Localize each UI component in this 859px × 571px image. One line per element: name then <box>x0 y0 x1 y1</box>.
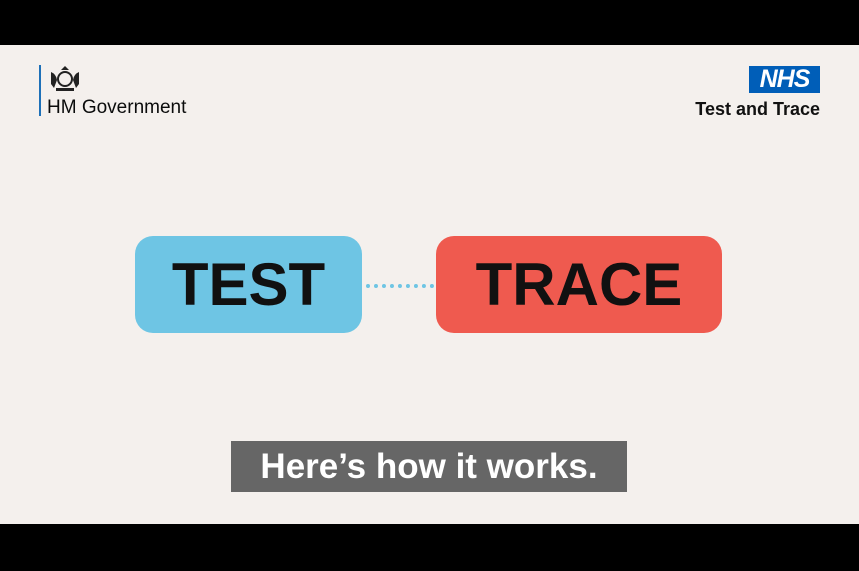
subtitle-caption: Here’s how it works. <box>231 441 627 492</box>
video-frame: HM Government NHS Test and Trace TEST TR… <box>0 45 859 524</box>
test-box: TEST <box>135 236 362 333</box>
hm-government-logo-text: HM Government <box>47 97 187 118</box>
dotted-connector <box>366 284 434 288</box>
trace-box: TRACE <box>436 236 722 333</box>
gov-divider-line <box>39 65 41 116</box>
test-and-trace-logo-text: Test and Trace <box>695 99 820 119</box>
royal-crest-icon <box>51 66 79 91</box>
nhs-logo-badge: NHS <box>749 66 820 93</box>
